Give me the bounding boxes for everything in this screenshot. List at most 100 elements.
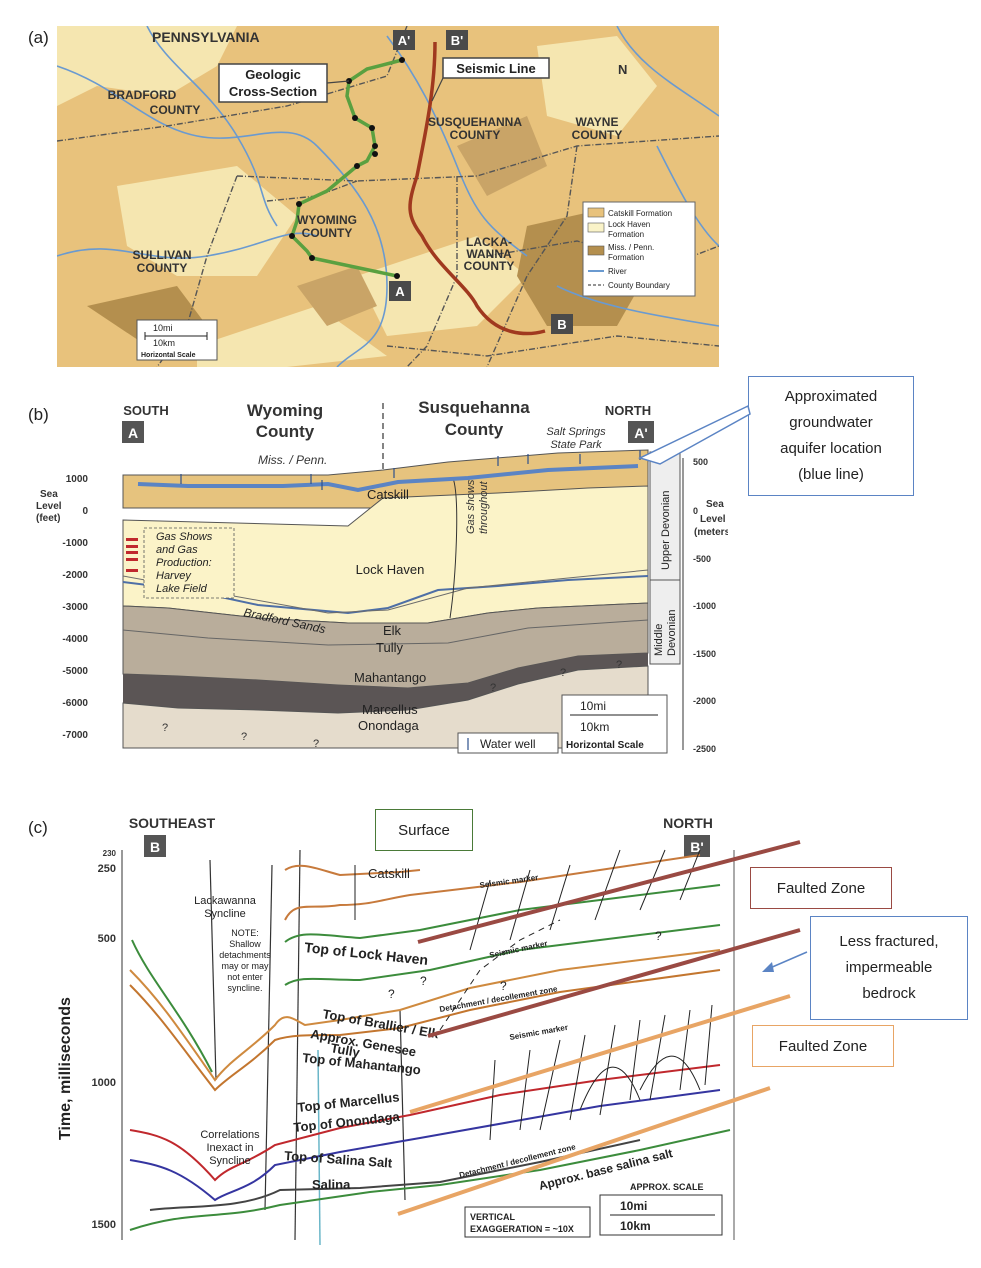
svg-text:500: 500 [693,457,708,467]
svg-text:-4000: -4000 [62,634,88,645]
svg-text:VERTICAL: VERTICAL [470,1212,516,1222]
svg-text:Sea: Sea [706,499,724,510]
wyoming-county-2: County [256,422,315,441]
tully-seismic-label: Tully [329,1040,361,1060]
svg-text:1500: 1500 [92,1219,116,1231]
susquehanna-label-2: COUNTY [450,128,501,142]
svg-text:?: ? [388,987,395,1001]
point-a-map: A [395,284,405,299]
aquifer-line [137,464,639,493]
svg-text:Devonian: Devonian [666,610,678,656]
svg-text:Level: Level [36,501,62,512]
legend-catskill: Catskill Formation [608,209,672,218]
svg-text:NOTE:: NOTE: [231,928,259,938]
svg-text:-2500: -2500 [693,744,716,754]
elk-label: Elk [383,623,402,638]
bradford-label-1: BRADFORD [108,88,177,102]
svg-text:-500: -500 [693,554,711,564]
impermeable-bedrock-callout: Less fractured, impermeable bedrock [810,916,968,1020]
tully-label: Tully [376,640,403,655]
svg-text:Syncline: Syncline [204,908,246,920]
state-label: PENNSYLVANIA [152,29,260,45]
svg-text:?: ? [313,738,319,750]
cross-section-callout [218,63,328,103]
svg-text:Seismic marker: Seismic marker [489,939,549,960]
svg-text:Lake Field: Lake Field [156,583,208,595]
svg-text:Inexact in: Inexact in [206,1142,253,1154]
time-axis-ticks: 230 250 500 1000 1500 [92,849,117,1231]
seismic-callout [442,57,550,79]
panel-c-label: (c) [28,818,48,837]
svg-text:-1500: -1500 [693,649,716,659]
seismic-line [408,41,546,336]
marcellus-layer [123,653,648,713]
sullivan-label-1: SULLIVAN [132,248,191,262]
svg-text:EXAGGERATION = ~10X: EXAGGERATION = ~10X [470,1224,574,1234]
point-b-prime-seismic: B' [690,839,703,855]
onondaga-layer [122,665,649,749]
svg-text:230: 230 [103,849,117,858]
cross-section-line [289,58,403,278]
svg-text:10mi: 10mi [153,323,173,333]
svg-text:500: 500 [98,933,116,945]
svg-text:0: 0 [693,506,698,516]
point-b-seismic: B [150,839,160,855]
catskill-section-label: Catskill [367,487,409,502]
point-a-prime-map: A' [398,33,410,48]
svg-text:Shallow: Shallow [229,939,261,949]
svg-text:-6000: -6000 [62,698,88,709]
feet-axis: 1000 0 -1000 -2000 -3000 -4000 -5000 -60… [62,474,88,741]
wayne-label-1: WAYNE [576,115,619,129]
svg-text:?: ? [655,929,662,943]
svg-text:Gas Shows: Gas Shows [156,531,213,543]
point-a-section: A [128,425,138,441]
svg-text:State Park: State Park [550,439,602,451]
cross-section-label-1: Geologic [245,67,301,82]
aquifer-callout-pointer [637,404,751,465]
svg-text:Seismic marker: Seismic marker [509,1023,569,1042]
svg-text:0: 0 [82,506,88,517]
legend-miss-penn-1: Miss. / Penn. [608,243,654,252]
svg-text:Horizontal Scale: Horizontal Scale [566,740,644,751]
svg-text:Correlations: Correlations [200,1129,260,1141]
wyoming-label-1: WYOMING [297,213,357,227]
svg-text:may or may: may or may [221,961,269,971]
surface-callout: Surface [375,809,473,851]
legend-river: River [608,267,627,276]
svg-text:-1000: -1000 [62,538,88,549]
marcellus-label: Marcellus [362,702,418,717]
faulted-zone-callout-2: Faulted Zone [752,1025,894,1067]
svg-text:?: ? [162,722,168,734]
salina-label: Salina [312,1177,351,1192]
svg-text:Production:: Production: [156,557,212,569]
map-scale: 10mi 10km Horizontal Scale [136,319,218,361]
section-scale [561,694,668,754]
miss-penn-label: Miss. / Penn. [258,453,327,467]
map-legend: Catskill Formation Lock Haven Formation … [582,201,696,297]
point-b-prime-map: B' [451,33,463,48]
svg-text:-5000: -5000 [62,666,88,677]
upper-devonian-label: Upper Devonian [660,491,672,571]
southeast-label: SOUTHEAST [129,815,216,831]
north-seismic-label: NORTH [663,815,713,831]
svg-text:1000: 1000 [66,474,89,485]
wayne-label-2: COUNTY [572,128,623,142]
sullivan-label-2: COUNTY [137,261,188,275]
svg-text:Harvey: Harvey [156,570,192,582]
panel-b-label: (b) [28,405,49,424]
point-b-map: B [557,317,566,332]
svg-text:Lackawanna: Lackawanna [194,895,257,907]
top-salina-label: Top of Salina Salt [284,1148,394,1171]
gas-production-box [143,527,235,599]
svg-text:Sea: Sea [40,489,58,500]
svg-text:?: ? [560,667,566,679]
location-map: PENNSYLVANIA BRADFORD COUNTY SUSQUEHANNA… [57,26,719,367]
svg-text:Syncline: Syncline [209,1155,251,1167]
svg-text:and Gas: and Gas [156,544,198,556]
svg-text:-2000: -2000 [62,570,88,581]
svg-text:10km: 10km [580,720,609,734]
svg-text:?: ? [420,974,427,988]
svg-text:Detachment / decollement zone: Detachment / decollement zone [439,984,559,1014]
gas-shows-2: throughout [478,480,490,534]
svg-text:10km: 10km [153,338,175,348]
